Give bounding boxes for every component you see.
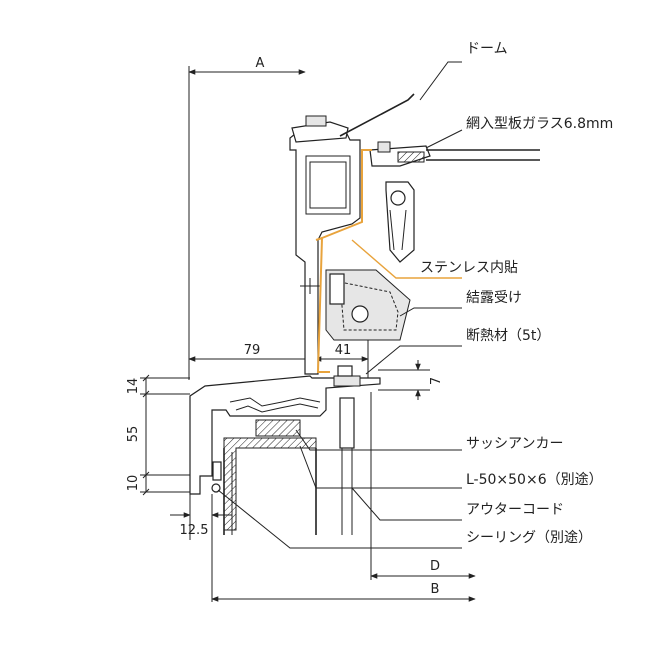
- leaders: [217, 61, 463, 549]
- dimension-12-5: 12.5: [170, 494, 232, 602]
- label-glass: 網入型板ガラス6.8mm: [466, 116, 613, 132]
- dimension-41: 41: [314, 340, 369, 378]
- label-stainless: ステンレス内貼: [420, 260, 518, 276]
- label-condensation: 結露受け: [466, 290, 522, 306]
- dimension-vertical-left: 14 55 10: [126, 374, 190, 496]
- dim-14-label: 14: [126, 378, 141, 395]
- condensation-tray: [325, 269, 411, 341]
- dim-55-label: 55: [126, 426, 141, 443]
- dimension-b: B: [211, 582, 476, 602]
- outer-cord-rod: [333, 365, 361, 535]
- stainless-lining: [316, 149, 372, 373]
- label-outer-cord: アウターコード: [466, 502, 564, 518]
- dimension-d: D: [370, 392, 476, 580]
- dim-41-label: 41: [335, 343, 352, 358]
- label-insulation: 断熱材（5t）: [466, 328, 550, 344]
- dim-b-label: B: [431, 582, 440, 597]
- stainless-lining-upper: [315, 237, 323, 241]
- dim-79-label: 79: [244, 343, 261, 358]
- dimension-7: 7: [378, 360, 444, 400]
- label-sealing: シーリング（別途）: [466, 529, 592, 546]
- dim-12-5-label: 12.5: [180, 523, 209, 538]
- dimension-79: 79: [188, 343, 314, 362]
- label-angle: L-50×50×6（別途）: [466, 471, 603, 488]
- dim-10-label: 10: [126, 475, 141, 492]
- label-sash-anchor: サッシアンカー: [466, 436, 563, 452]
- dim-d-label: D: [430, 559, 440, 574]
- dimension-a: A: [188, 56, 306, 380]
- curb-frame: [189, 375, 381, 535]
- label-dome: ドーム: [466, 41, 508, 57]
- dome-frame: [289, 93, 540, 375]
- dim-a-label: A: [256, 56, 265, 71]
- dim-7-label: 7: [429, 377, 444, 385]
